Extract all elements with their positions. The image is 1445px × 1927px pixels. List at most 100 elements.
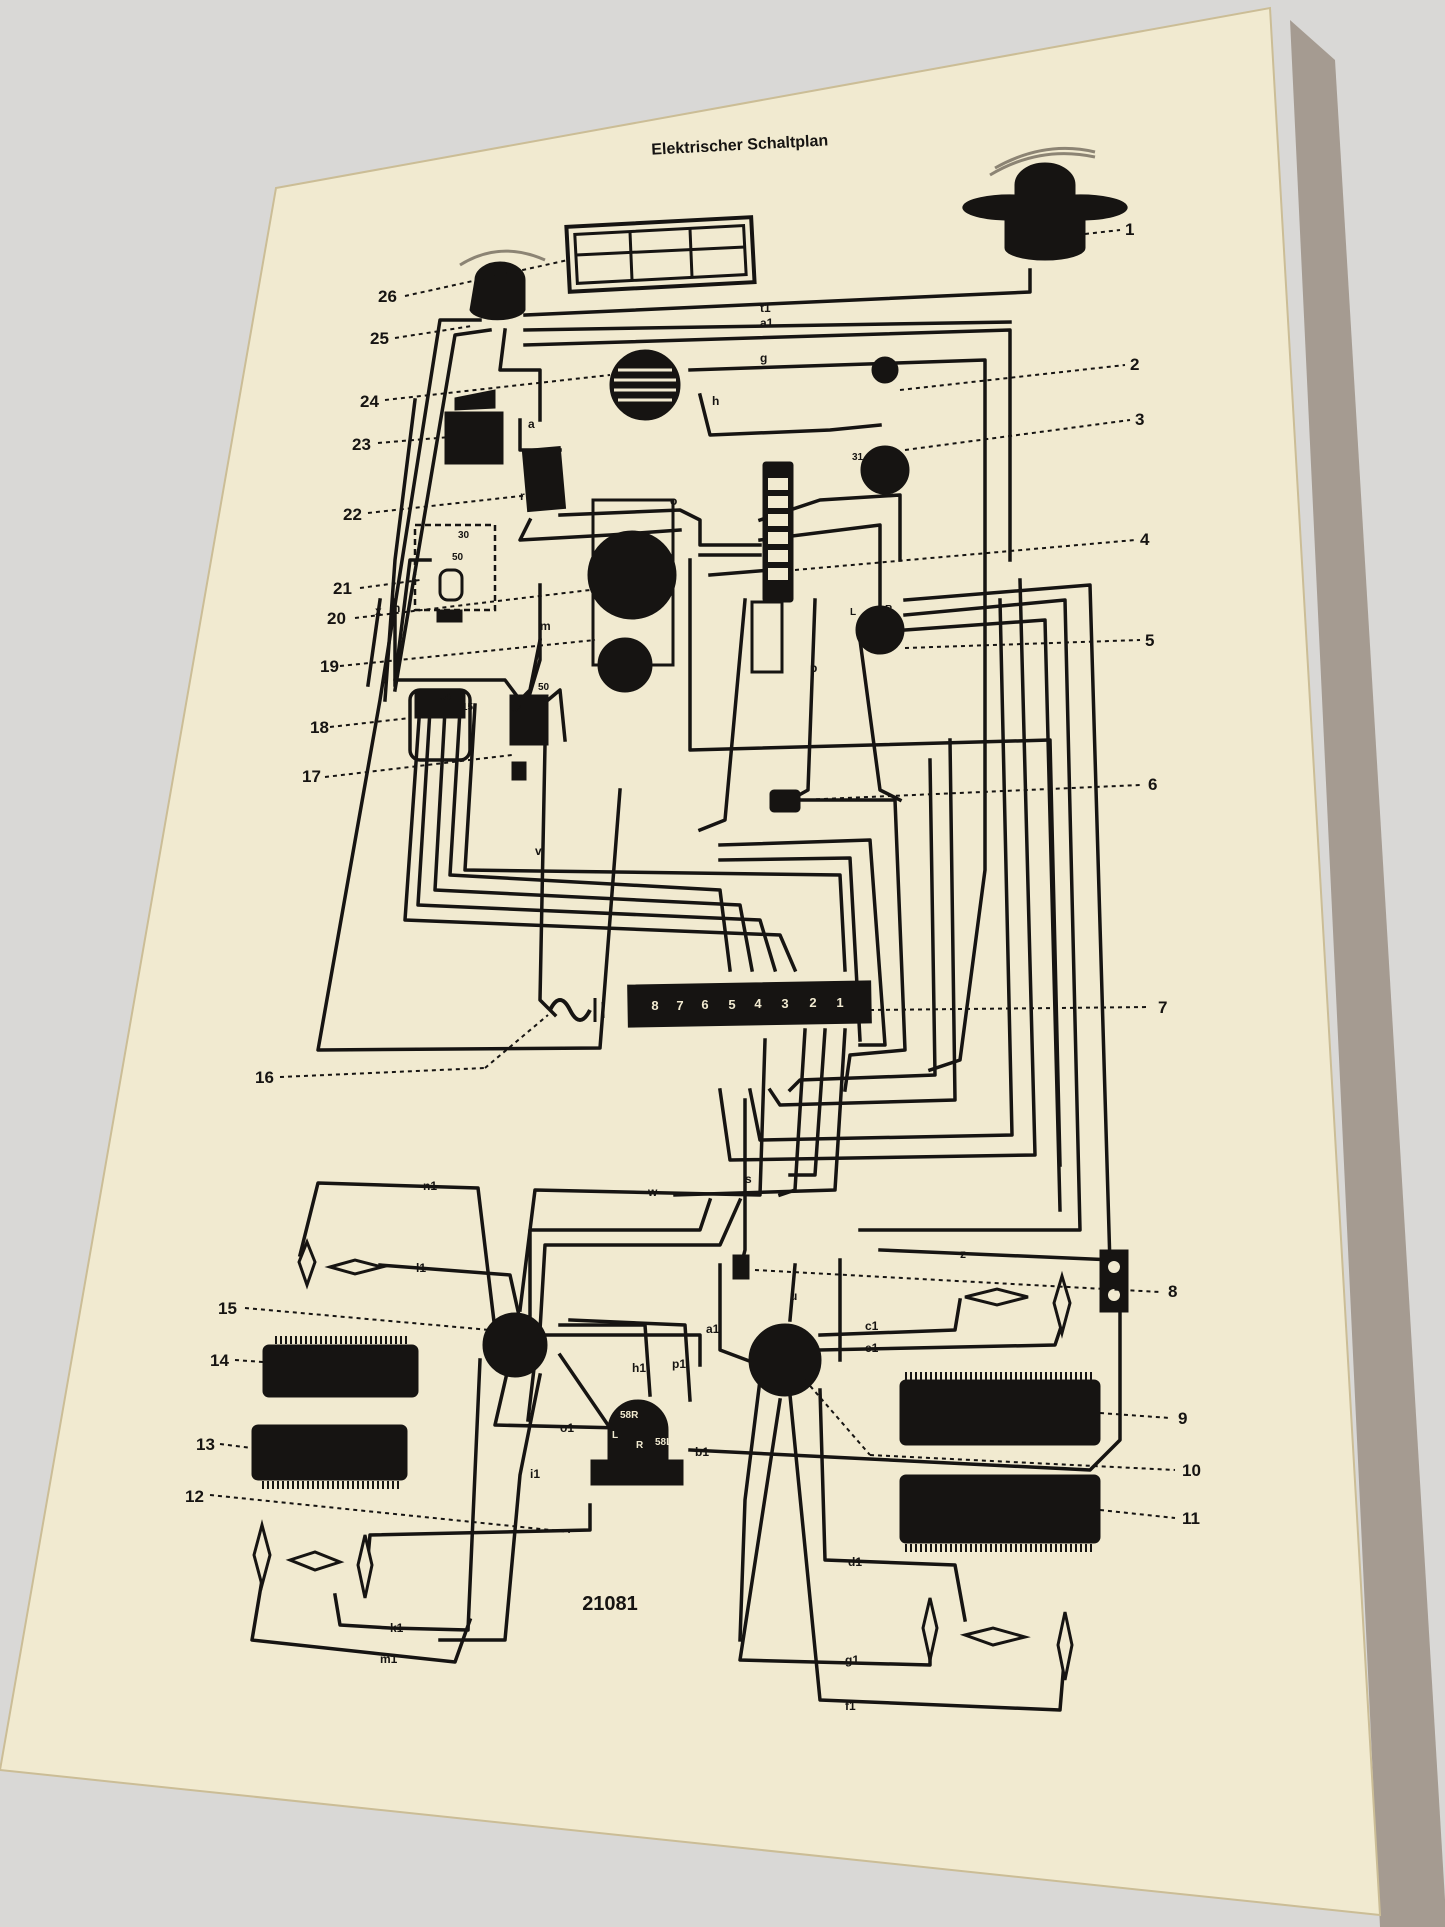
callout-number: 5 [1145, 631, 1154, 650]
callout-number: 16 [255, 1068, 274, 1087]
wire-label: v [535, 844, 542, 858]
wire-o [558, 508, 762, 547]
callout-number: 1 [1125, 220, 1134, 239]
wire-bus-4 [787, 758, 937, 1093]
wire-label: o1 [560, 1421, 574, 1435]
leader-4 [794, 539, 1136, 571]
wire-18-b [416, 708, 778, 973]
terminal-label: 15 [462, 702, 474, 713]
wire-label: a1 [706, 1322, 720, 1336]
wire-e1 [818, 1327, 1063, 1352]
wire-17-50 [545, 688, 567, 742]
leader-21 [359, 579, 421, 589]
wire-5-a [903, 583, 1112, 1267]
wire-label: k1 [390, 1621, 404, 1635]
wire-mid-1 [718, 838, 887, 1047]
window-grille-line-1 [575, 245, 746, 257]
wire-18-d [448, 708, 732, 972]
indicator-lamp-icon [871, 356, 899, 384]
leader-10 [804, 1379, 871, 1456]
ignition-key [438, 568, 464, 602]
terminal-label: 58R [620, 1410, 639, 1421]
wire-21-loop [393, 558, 523, 703]
wire-c1 [818, 1297, 963, 1337]
speedometer-gauge-icon [587, 530, 677, 620]
callout-number: 7 [1158, 998, 1167, 1017]
leader-15 [244, 1307, 491, 1331]
connector-pins: 8 7 6 5 4 3 2 1 [651, 995, 843, 1013]
callout-number: 22 [343, 505, 362, 524]
leader-22 [367, 494, 531, 514]
wire-x [366, 598, 382, 687]
switch-slot [760, 636, 774, 654]
connector-8-hole-2 [1108, 1289, 1120, 1301]
wire-p1 [568, 1318, 692, 1402]
switch-slot [768, 532, 788, 544]
window-grille-line-2 [628, 231, 634, 281]
wire-switch-b [758, 523, 882, 642]
terminal-label: 31 [852, 452, 864, 463]
wire-label: m [540, 619, 551, 633]
wire-conn-2 [788, 1028, 827, 1177]
wire-15-c [538, 1197, 743, 1332]
callout-number: 25 [370, 329, 389, 348]
leader-19 [339, 639, 596, 667]
leader-7 [869, 1006, 1151, 1011]
terminal-label: 30 [458, 530, 470, 541]
callout-number: 21 [333, 579, 352, 598]
tail-lamp-13-icon [251, 1424, 408, 1481]
pin-label: 5 [728, 997, 735, 1012]
booklet-shadow [1290, 20, 1445, 1927]
terminal-labels: 50 30 31 15 54 56 50 58L 58R L R L R [440, 452, 893, 1451]
callout-number: 3 [1135, 410, 1144, 429]
callout-number: 8 [1168, 1282, 1177, 1301]
wire-z [878, 1248, 1117, 1262]
wire-6-right [793, 798, 907, 1092]
bulb-icon [964, 1287, 1029, 1307]
wire-bus-2 [747, 598, 1014, 1142]
switch-slot [768, 478, 788, 490]
window-grille-inner [573, 224, 748, 285]
wire-left-3 [498, 328, 542, 422]
headlamp-left-cap [479, 269, 516, 283]
terminal-label: 54 [512, 704, 524, 715]
callout-number: 10 [1182, 1461, 1201, 1480]
tail-lamp-11-icon [899, 1474, 1101, 1544]
wire-15-a [493, 1357, 622, 1430]
callout-number: 17 [302, 767, 321, 786]
wire-a1-low [718, 1263, 763, 1368]
wire-label: h [712, 394, 719, 408]
terminal-label: L [612, 1430, 618, 1441]
callout-number: 9 [1178, 1409, 1187, 1428]
wire-label: s [745, 1172, 752, 1186]
terminal-label: 50 [452, 552, 464, 563]
module-22-icon [521, 446, 567, 513]
wire-a1 [523, 320, 1012, 332]
wire-label: o [670, 494, 677, 508]
wire-label: a1 [760, 316, 774, 330]
window-grille-icon [564, 215, 757, 294]
wire-label: w [647, 1185, 658, 1199]
leader-16 [279, 1067, 486, 1078]
wire-t1 [523, 268, 1032, 317]
connector-8-icon [1099, 1249, 1129, 1313]
terminal-label: 58L [655, 1437, 672, 1448]
wire-n1 [297, 1181, 497, 1332]
switch-slot [768, 550, 788, 562]
pin-label: 7 [676, 998, 683, 1013]
bulbs [252, 1237, 1074, 1681]
switch-slot [760, 612, 774, 630]
switch-slot [768, 496, 788, 508]
fan-horn-icon [609, 349, 681, 421]
leader-8 [754, 1269, 1161, 1293]
wire-m1 [250, 1577, 473, 1664]
distributor-17-plug [511, 761, 527, 781]
leader-10b [869, 1454, 1176, 1471]
ignition-coil-icon [548, 998, 592, 1022]
wire-f1 [788, 1393, 1067, 1712]
bulb-icon [356, 1534, 374, 1599]
bulb-icon [324, 1258, 388, 1276]
callout-number: 6 [1148, 775, 1157, 794]
callout-number: 18 [310, 718, 329, 737]
pin-label: 1 [836, 995, 843, 1010]
